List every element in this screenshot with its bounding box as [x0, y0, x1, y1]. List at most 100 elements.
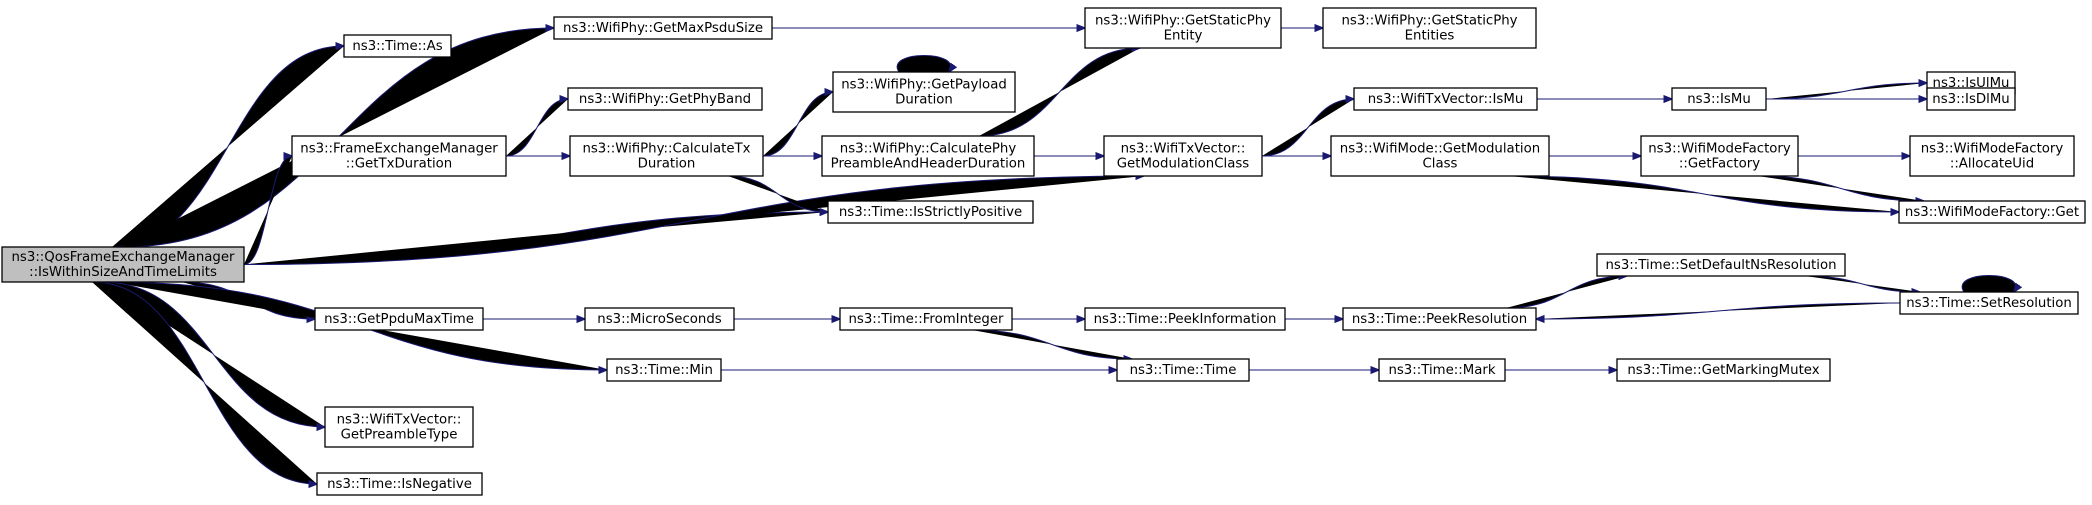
edge-n13-n14 — [1765, 83, 1927, 100]
node-box[interactable] — [1103, 135, 1263, 177]
node-label: ns3::WifiPhy::GetMaxPsduSize — [563, 21, 763, 36]
node-box[interactable] — [1909, 135, 2075, 177]
node-time-setdefaultnsresolution[interactable]: ns3::Time::SetDefaultNsResolution — [1596, 253, 1846, 277]
node-microseconds[interactable]: ns3::MicroSeconds — [584, 307, 735, 331]
node-label: ns3::IsDlMu — [1932, 92, 2009, 107]
node-box[interactable] — [1898, 200, 2086, 224]
node-box[interactable] — [343, 34, 452, 58]
node-box[interactable] — [821, 135, 1035, 177]
node-box[interactable] — [584, 307, 735, 331]
node-isdlmu[interactable]: ns3::IsDlMu — [1926, 87, 2016, 111]
node-box[interactable] — [1899, 291, 2079, 315]
node-label: GetPreambleType — [341, 428, 458, 443]
node-box[interactable] — [1378, 358, 1506, 382]
edge-n0-n7 — [243, 156, 292, 265]
edge-n26-n24 — [1536, 302, 1901, 319]
node-wifiphy-calculatephypreambleandheaderduration[interactable]: ns3::WifiPhy::CalculatePhyPreambleAndHea… — [821, 135, 1035, 177]
node-time-peekresolution[interactable]: ns3::Time::PeekResolution — [1342, 307, 1537, 331]
node-label: ns3::WifiPhy::CalculateTx — [582, 142, 750, 157]
node-label: ns3::Time::IsNegative — [327, 477, 472, 492]
node-box[interactable] — [1353, 87, 1538, 111]
edge-n11-n12 — [1261, 99, 1354, 157]
node-wifimodefactory-get[interactable]: ns3::WifiModeFactory::Get — [1898, 200, 2086, 224]
node-label: ns3::QosFrameExchangeManager — [12, 250, 236, 265]
node-box[interactable] — [567, 87, 763, 111]
node-box[interactable] — [1084, 7, 1282, 49]
node-label: PreambleAndHeaderDuration — [831, 157, 1026, 172]
node-label: ns3::Time::As — [352, 39, 442, 54]
node-label: ::GetTxDuration — [346, 157, 452, 172]
node-label: ns3::Time::SetResolution — [1906, 296, 2072, 311]
node-box[interactable] — [832, 71, 1016, 113]
node-label: Entities — [1405, 29, 1455, 44]
edge-n24-n25 — [1505, 276, 1627, 309]
node-time-isstrictlypositive[interactable]: ns3::Time::IsStrictlyPositive — [827, 200, 1034, 224]
node-box[interactable] — [606, 358, 722, 382]
node-label: ns3::WifiPhy::GetPayload — [841, 78, 1007, 93]
node-label: ns3::WifiTxVector::IsMu — [1368, 92, 1524, 107]
node-box[interactable] — [1671, 87, 1767, 111]
node-box[interactable] — [314, 307, 484, 331]
node-time-isnegative[interactable]: ns3::Time::IsNegative — [316, 472, 483, 496]
node-label: ns3::Time::PeekInformation — [1094, 312, 1277, 327]
node-box[interactable] — [324, 406, 474, 448]
node-box[interactable] — [1342, 307, 1537, 331]
node-label: ns3::Time::GetMarkingMutex — [1627, 363, 1819, 378]
node-wifimodefactory-getfactory[interactable]: ns3::WifiModeFactory::GetFactory — [1640, 135, 1799, 177]
node-wifitxvector-getmodulationclass[interactable]: ns3::WifiTxVector::GetModulationClass — [1103, 135, 1263, 177]
node-ismu[interactable]: ns3::IsMu — [1671, 87, 1767, 111]
node-wifiphy-getphyband[interactable]: ns3::WifiPhy::GetPhyBand — [567, 87, 763, 111]
node-wifitxvector-ismu[interactable]: ns3::WifiTxVector::IsMu — [1353, 87, 1538, 111]
edge-n9-n3 — [978, 48, 1140, 137]
node-box[interactable] — [827, 200, 1034, 224]
node-time-mark[interactable]: ns3::Time::Mark — [1378, 358, 1506, 382]
node-qosframeexchangemanager-iswithinsizeandtimelimits[interactable]: ns3::QosFrameExchangeManager::IsWithinSi… — [1, 246, 245, 283]
node-label: ns3::Time::SetDefaultNsResolution — [1605, 258, 1836, 273]
node-box[interactable] — [569, 135, 764, 177]
edge-n17-n19 — [1757, 175, 1924, 201]
node-label: ns3::MicroSeconds — [597, 312, 721, 327]
edge-n6-n6 — [896, 55, 951, 73]
node-label: ns3::Time::Time — [1130, 363, 1237, 378]
node-label: Entity — [1164, 29, 1203, 44]
node-box[interactable] — [1616, 358, 1831, 382]
node-label: ns3::WifiPhy::GetStaticPhy — [1095, 14, 1271, 29]
node-time-getmarkingmutex[interactable]: ns3::Time::GetMarkingMutex — [1616, 358, 1831, 382]
node-wifiphy-getmaxpsdusize[interactable]: ns3::WifiPhy::GetMaxPsduSize — [553, 16, 773, 40]
node-wifitxvector-getpreambletype[interactable]: ns3::WifiTxVector::GetPreambleType — [324, 406, 474, 448]
node-box[interactable] — [1084, 307, 1286, 331]
node-frameexchangemanager-gettxduration[interactable]: ns3::FrameExchangeManager::GetTxDuration — [291, 135, 507, 177]
node-box[interactable] — [1330, 135, 1550, 177]
node-box[interactable] — [1926, 87, 2016, 111]
node-box[interactable] — [316, 472, 483, 496]
node-label: ns3::WifiTxVector:: — [337, 413, 462, 428]
node-box[interactable] — [1116, 358, 1250, 382]
node-box[interactable] — [1, 246, 245, 283]
node-box[interactable] — [1596, 253, 1846, 277]
node-time-time[interactable]: ns3::Time::Time — [1116, 358, 1250, 382]
edge-n25-n26 — [1804, 275, 1920, 292]
node-time-frominteger[interactable]: ns3::Time::FromInteger — [839, 307, 1013, 331]
node-label: Duration — [638, 157, 696, 172]
node-label: ns3::IsMu — [1687, 92, 1751, 107]
node-getppdumaxtime[interactable]: ns3::GetPpduMaxTime — [314, 307, 484, 331]
node-box[interactable] — [839, 307, 1013, 331]
node-box[interactable] — [291, 135, 507, 177]
node-box[interactable] — [1322, 7, 1537, 49]
node-label: Class — [1423, 157, 1458, 172]
node-time-as[interactable]: ns3::Time::As — [343, 34, 452, 58]
node-time-setresolution[interactable]: ns3::Time::SetResolution — [1899, 291, 2079, 315]
node-label: ns3::WifiMode::GetModulation — [1340, 142, 1540, 157]
node-box[interactable] — [553, 16, 773, 40]
node-time-peekinformation[interactable]: ns3::Time::PeekInformation — [1084, 307, 1286, 331]
node-wifimode-getmodulationclass[interactable]: ns3::WifiMode::GetModulationClass — [1330, 135, 1550, 177]
node-label: ns3::WifiTxVector:: — [1121, 142, 1246, 157]
node-box[interactable] — [1640, 135, 1799, 177]
node-label: ns3::IsUlMu — [1933, 76, 2010, 91]
node-time-min[interactable]: ns3::Time::Min — [606, 358, 722, 382]
node-wifimodefactory-allocateuid[interactable]: ns3::WifiModeFactory::AllocateUid — [1909, 135, 2075, 177]
